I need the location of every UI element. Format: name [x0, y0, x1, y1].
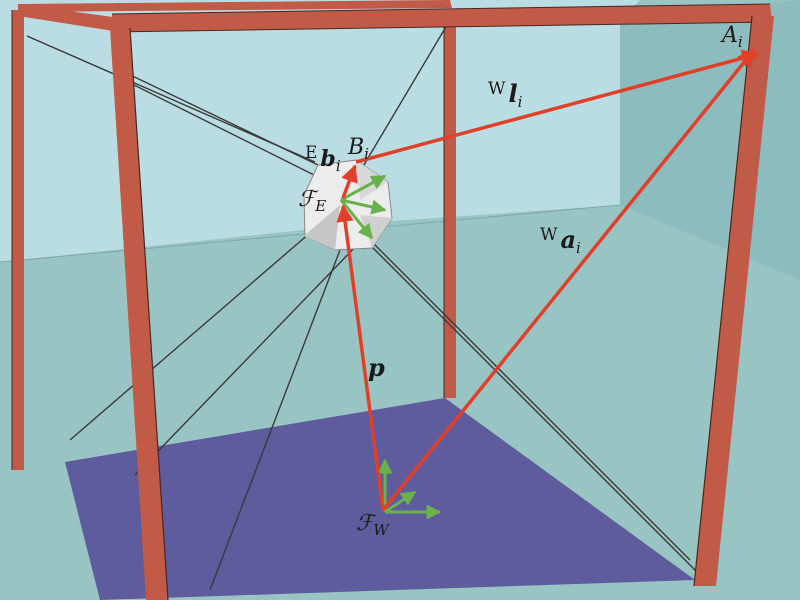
cables	[26, 19, 701, 591]
cable	[354, 19, 451, 181]
effector-axis-2	[340, 198, 387, 215]
cable	[361, 231, 691, 561]
cable	[119, 69, 319, 166]
cable	[209, 249, 341, 591]
frame-post-back-right	[444, 10, 456, 398]
back-wall	[0, 0, 640, 262]
vector-l	[355, 49, 760, 164]
frame-post-front-left	[110, 28, 168, 600]
vectors	[336, 48, 760, 512]
top-beam-front	[112, 4, 772, 32]
top-beam-back	[18, 0, 452, 12]
beam-edge	[111, 21, 773, 33]
post-edge	[129, 27, 169, 600]
frame-post-back-left	[12, 10, 24, 470]
label-B: Bi	[347, 135, 369, 163]
cable	[134, 241, 361, 476]
beam-edge	[111, 3, 771, 15]
post-edge	[693, 15, 753, 587]
vector-b	[341, 164, 358, 199]
frame-post-front-right	[694, 16, 774, 586]
label-frame-W: ℱW	[356, 511, 390, 539]
effector-facet	[304, 205, 340, 250]
label-A: Ai	[720, 23, 743, 51]
world-axis-y	[384, 490, 417, 514]
label-frame-E: ℱE	[298, 187, 326, 215]
world-frame-axes	[377, 458, 442, 520]
vector-p	[336, 204, 385, 511]
cable	[69, 225, 319, 441]
cable	[364, 239, 701, 576]
cable	[119, 77, 333, 185]
vector-a	[381, 48, 756, 512]
effector-axis-1	[340, 174, 387, 202]
label-p: p	[368, 353, 385, 382]
